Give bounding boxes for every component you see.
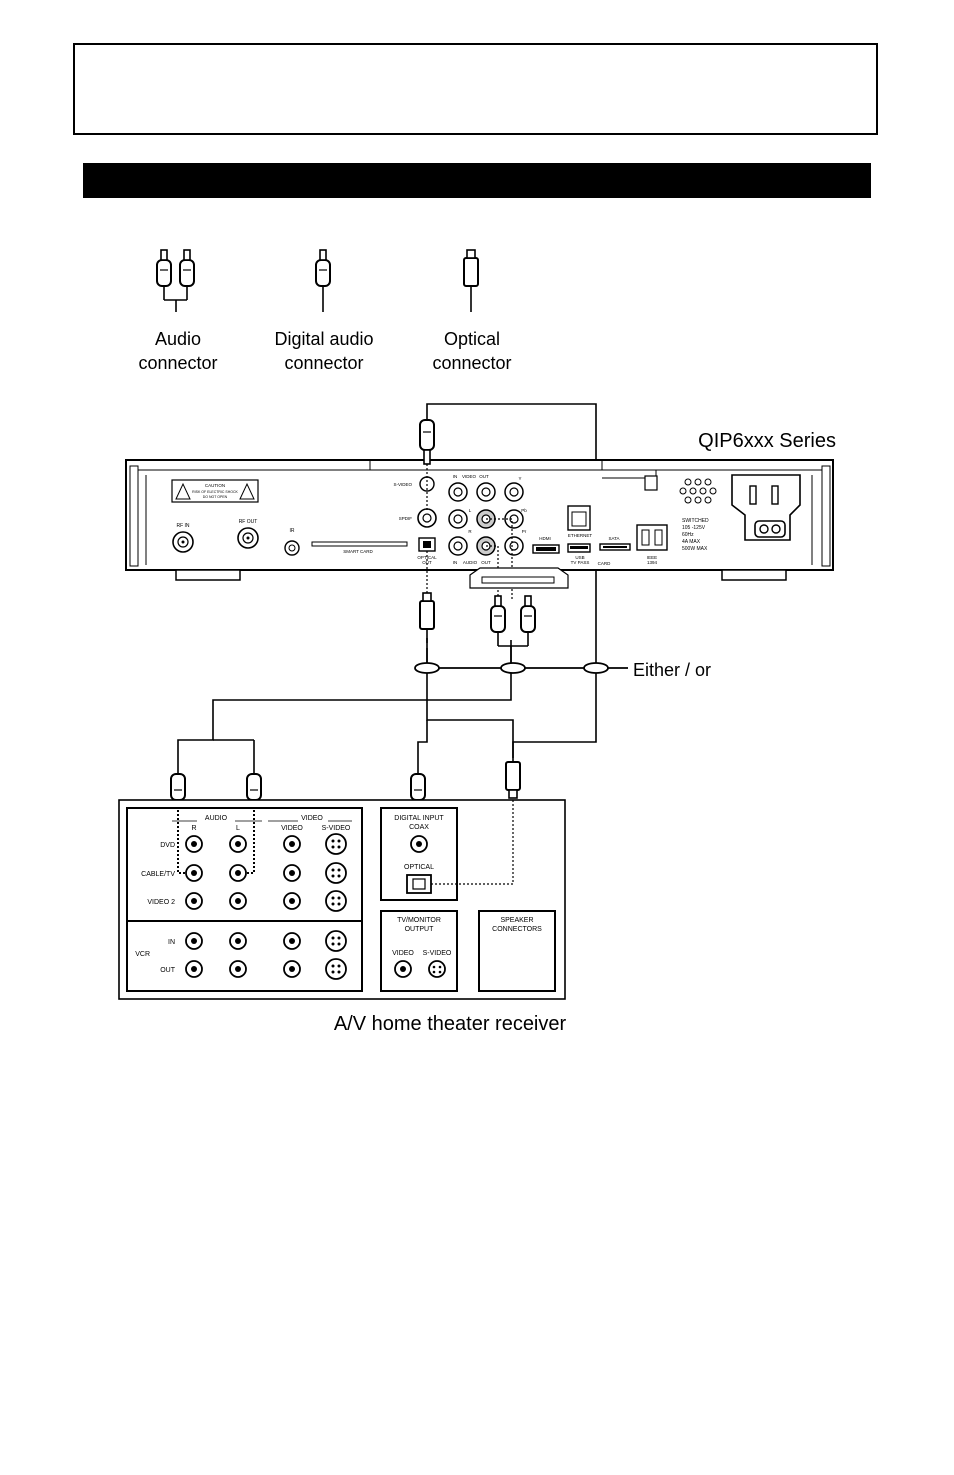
diagram-label: USB: [575, 555, 584, 560]
legend-audio-label-2: connector: [138, 353, 217, 373]
diagram-label: DO NOT OPEN: [203, 495, 228, 499]
legend-digital-label-1: Digital audio: [274, 329, 373, 349]
diagram-label: SPEAKER: [500, 917, 533, 924]
cables: [177, 403, 597, 760]
audio-plugs: [490, 595, 536, 668]
diagram-label: TV/MONITOR: [397, 917, 441, 924]
device-title: QIP6xxx Series: [698, 430, 836, 452]
legend-optical-connector: [463, 249, 479, 312]
legend-optical-label-2: connector: [432, 353, 511, 373]
diagram-label: TV PASS: [571, 560, 590, 565]
diagram-label: CONNECTORS: [492, 926, 542, 933]
legend-audio-connector: [156, 249, 195, 312]
diagram-label: OUT: [422, 560, 432, 565]
diagram-label: 105 -125V: [682, 525, 706, 531]
diagram-label: S-VIDEO: [322, 825, 351, 832]
diagram-label: VIDEO: [392, 950, 414, 957]
diagram-label: OUT: [160, 967, 176, 974]
diagram-label: VIDEO: [301, 815, 323, 822]
diagram-label: S-VIDEO: [393, 482, 412, 487]
legend-optical-label-1: Optical: [444, 329, 500, 349]
diagram-label: CARD: [598, 561, 612, 566]
diagram-label: CABLE/TV: [141, 871, 175, 878]
diagram-label: VIDEO: [281, 825, 303, 832]
diagram-label: 500W MAX: [682, 546, 708, 552]
diagram-label: 4A MAX: [682, 539, 701, 545]
diagram-label: SWITCHED: [682, 518, 709, 524]
header-box: [73, 43, 878, 135]
section-bar: [83, 163, 871, 198]
optical-plug: [419, 551, 435, 644]
av-receiver: AUDIO VIDEO R L VIDEO S-VIDEO DVD CABLE/…: [118, 799, 566, 1000]
diagram-label: Y: [518, 476, 521, 481]
diagram-label: RF IN: [176, 523, 189, 529]
diagram-label: SPDIF: [399, 516, 413, 521]
diagram-label: VCR: [135, 951, 150, 958]
diagram-label: OUT: [481, 560, 491, 565]
either-or-label: Either / or: [633, 660, 711, 680]
diagram-label: 1394: [647, 560, 658, 565]
diagram-label: Pb: [521, 508, 527, 513]
diagram-label: IN: [453, 560, 458, 565]
either-or-indicator: [414, 648, 628, 674]
diagram-label: RF OUT: [239, 519, 258, 525]
diagram-label: CAUTION: [205, 483, 225, 488]
spdif-plug-top: [419, 419, 435, 510]
legend-audio-label-1: Audio: [155, 329, 201, 349]
diagram-label: RISK OF ELECTRIC SHOCK: [192, 490, 238, 494]
diagram-label: DVD: [160, 842, 175, 849]
diagram-label: R: [468, 529, 472, 534]
diagram-label: COAX: [409, 824, 429, 831]
legend-digital-audio-connector: [315, 249, 331, 312]
diagram-label: ETHERNET: [568, 533, 593, 538]
diagram-label: OPTICAL: [404, 864, 434, 871]
diagram-label: VIDEO: [462, 474, 477, 479]
legend-digital-label-2: connector: [284, 353, 363, 373]
diagram-label: L: [469, 508, 472, 513]
diagram-label: 60Hz: [682, 532, 694, 538]
diagram-label: AUDIO: [205, 815, 228, 822]
diagram-label: VIDEO 2: [147, 899, 175, 906]
receiver-optical-plug: [505, 755, 521, 799]
diagram-label: OPTICAL: [417, 555, 437, 560]
receiver-title: A/V home theater receiver: [334, 1013, 567, 1035]
diagram-label: SMART CARD: [343, 549, 373, 554]
diagram-label: DIGITAL INPUT: [394, 815, 444, 822]
diagram-label: HDMI: [539, 536, 551, 541]
diagram-label: AUDIO: [463, 560, 478, 565]
diagram-label: S-VIDEO: [423, 950, 452, 957]
diagram-label: IN: [168, 939, 175, 946]
diagram-label: IEEE: [647, 555, 657, 560]
diagram-label: OUT: [479, 474, 489, 479]
diagram-label: R: [191, 825, 196, 832]
diagram-label: IN: [453, 474, 458, 479]
set-top-box: CAUTION RISK OF ELECTRIC SHOCK DO NOT OP…: [125, 459, 834, 600]
diagram-label: Pr: [522, 529, 527, 534]
diagram-label: OUTPUT: [405, 926, 435, 933]
diagram-label: SATA: [608, 536, 619, 541]
diagram-label: L: [236, 825, 240, 832]
diagram-label: IR: [290, 528, 295, 534]
